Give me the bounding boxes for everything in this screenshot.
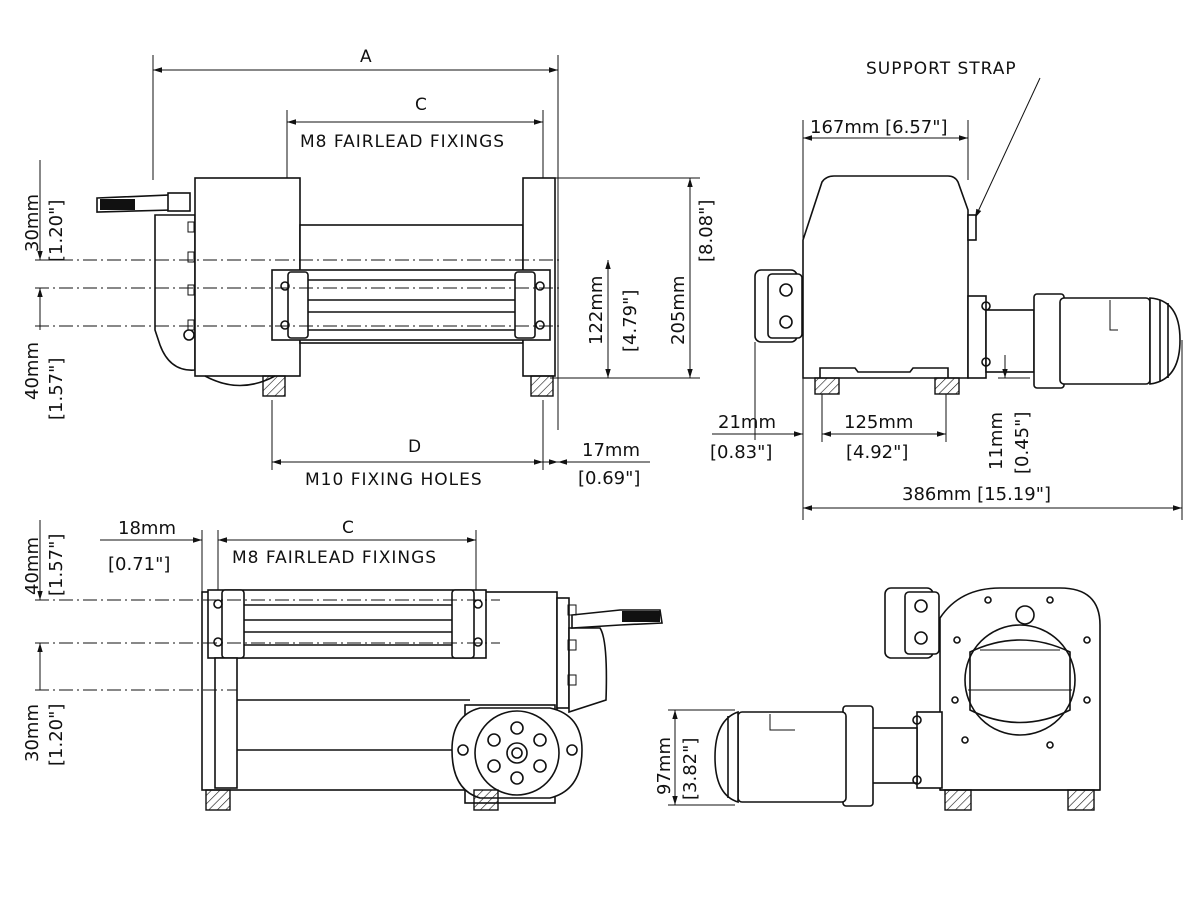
gear-housing-end: [939, 587, 1101, 791]
dim-c-top-label: C: [415, 95, 428, 115]
dim-0-83: [0.83"]: [710, 442, 772, 463]
dim-c-bottom-label: C: [342, 518, 355, 538]
lever-grip: [100, 199, 135, 210]
dim-1-57-bottom: [1.57"]: [46, 534, 67, 596]
dim-0-45: [0.45"]: [1012, 412, 1033, 474]
dim-1-20-bottom: [1.20"]: [46, 704, 67, 766]
dim-97mm: 97mm: [654, 737, 675, 795]
support-strap-label: SUPPORT STRAP: [866, 59, 1017, 79]
dim-0-69: [0.69"]: [578, 468, 640, 489]
end-view: 97mm [3.82"]: [654, 587, 1101, 811]
dim-125mm: 125mm: [844, 412, 913, 433]
dim-21mm: 21mm: [718, 412, 776, 433]
dim-4-79: [4.79"]: [620, 290, 641, 352]
dim-3-82: [3.82"]: [680, 738, 701, 800]
dim-8-08: [8.08"]: [696, 200, 717, 262]
dim-11mm: 11mm: [986, 412, 1007, 470]
dim-17mm: 17mm: [582, 440, 640, 461]
dim-386mm: 386mm [15.19"]: [902, 484, 1051, 505]
dim-18mm: 18mm: [118, 518, 176, 539]
fairlead-fixings-bottom-label: M8 FAIRLEAD FIXINGS: [232, 548, 437, 568]
fairlead-fixings-top-label: M8 FAIRLEAD FIXINGS: [300, 132, 505, 152]
dim-d-label: D: [408, 437, 422, 457]
gearbox-body: [802, 175, 969, 379]
dim-0-71: [0.71"]: [108, 554, 170, 575]
fixing-holes-label: M10 FIXING HOLES: [305, 470, 483, 490]
roller-fairlead: [271, 269, 551, 341]
dim-a-label: A: [360, 47, 373, 67]
dim-122mm: 122mm: [586, 276, 607, 345]
front-view: A C M8 FAIRLEAD FIXINGS: [22, 47, 717, 490]
dim-167mm: 167mm [6.57"]: [810, 117, 948, 138]
electric-motor: [1059, 297, 1151, 385]
side-view: SUPPORT STRAP 167mm [6.57"] 21m: [710, 59, 1183, 520]
plan-view: 18mm [0.71"] C M8 FAIRLEAD FIXINGS: [22, 518, 663, 811]
motor-flange-plan: [451, 707, 583, 799]
dim-40mm-top: 40mm: [22, 342, 43, 400]
dim-30mm-top: 30mm: [22, 194, 43, 252]
dim-1-20-top: [1.20"]: [46, 200, 67, 262]
dim-30mm-bottom: 30mm: [22, 704, 43, 762]
dim-4-92: [4.92"]: [846, 442, 908, 463]
dim-40mm-bottom: 40mm: [22, 537, 43, 595]
fairlead-plan: [207, 589, 487, 659]
dim-205mm: 205mm: [668, 276, 689, 345]
motor-end-view: [737, 711, 847, 803]
dim-1-57-top: [1.57"]: [46, 358, 67, 420]
